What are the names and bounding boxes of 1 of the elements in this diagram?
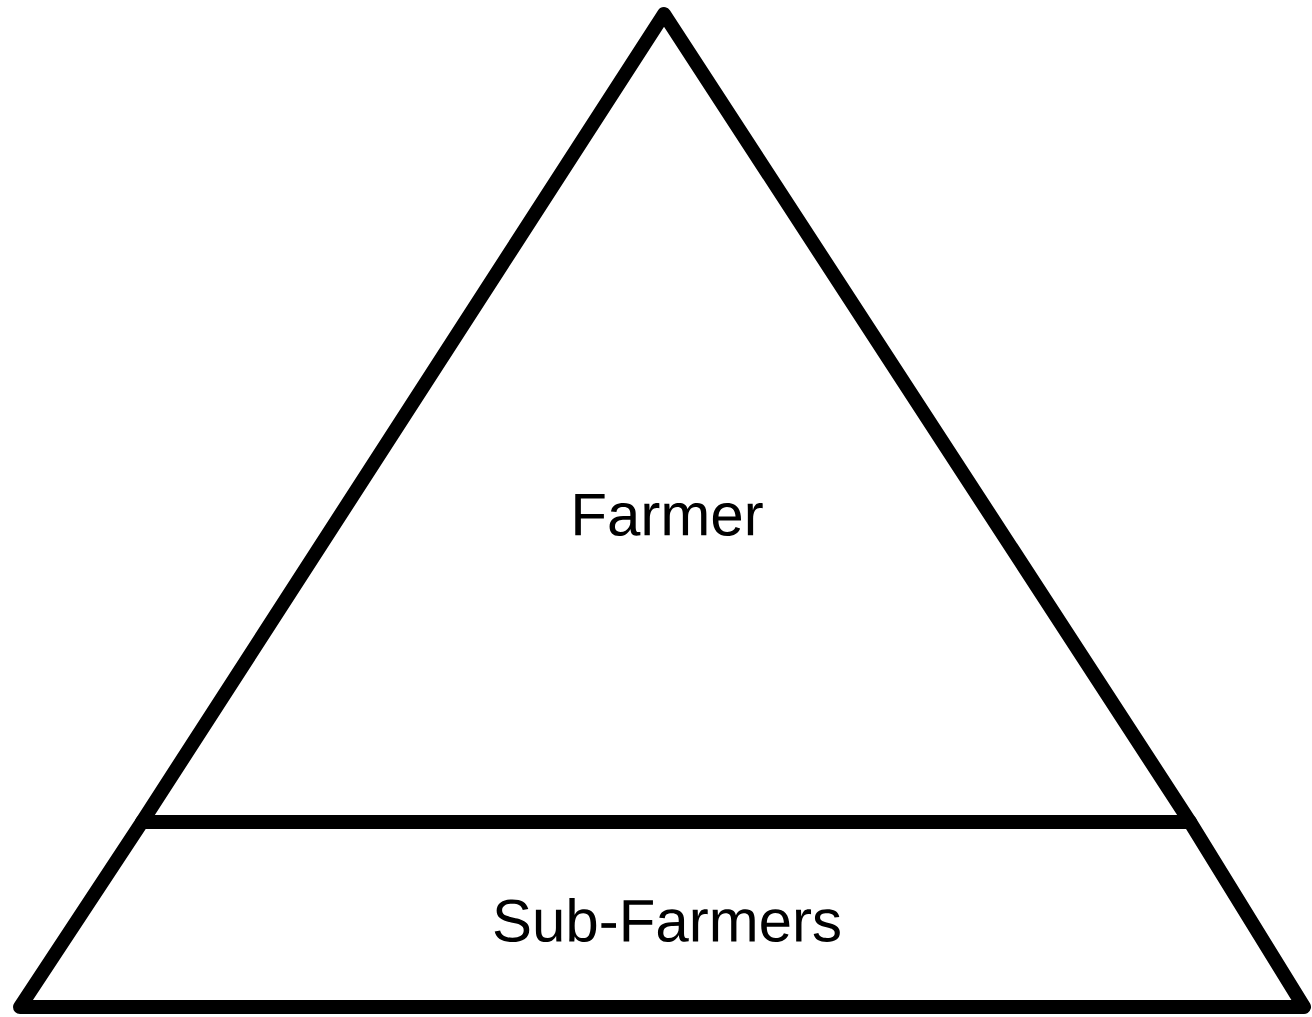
pyramid-tier: Sub-Farmers <box>13 815 1311 1014</box>
